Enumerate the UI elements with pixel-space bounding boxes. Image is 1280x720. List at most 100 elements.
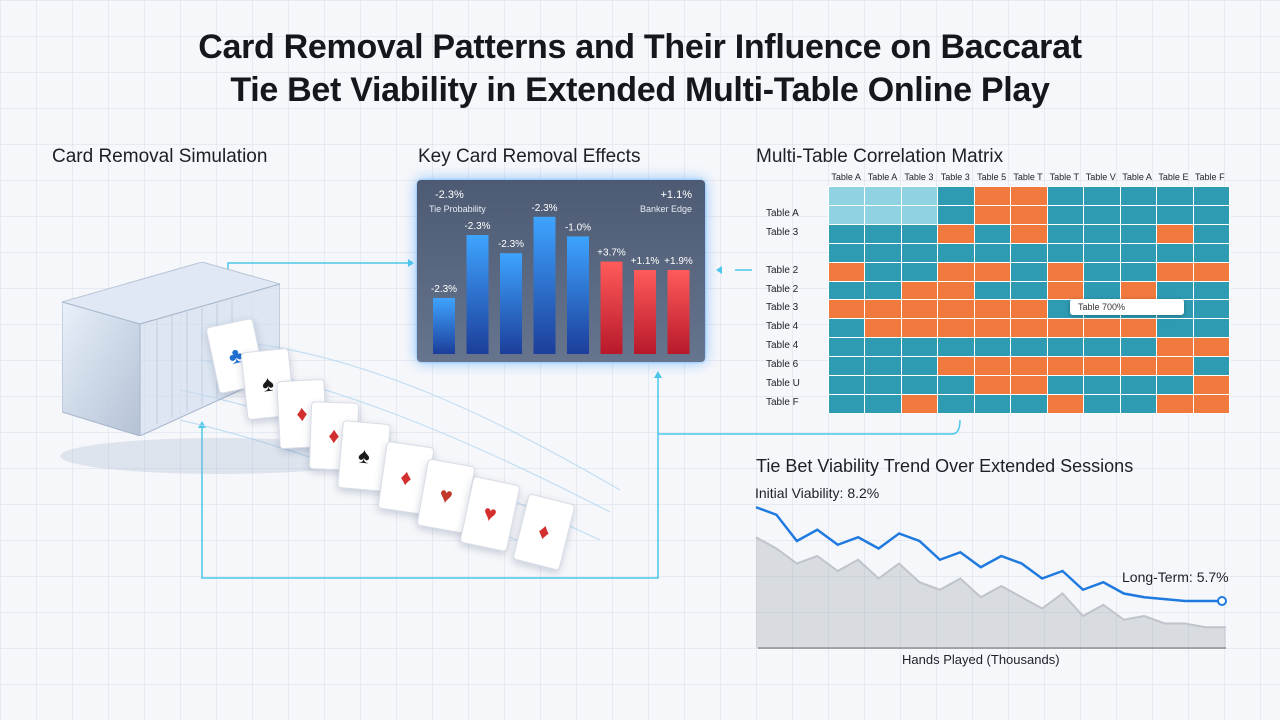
- matrix-cell[interactable]: [1193, 243, 1229, 262]
- matrix-cell[interactable]: [1047, 187, 1084, 205]
- matrix-cell[interactable]: [938, 224, 974, 243]
- matrix-cell[interactable]: [1120, 376, 1157, 395]
- matrix-cell[interactable]: [1157, 205, 1193, 224]
- matrix-cell[interactable]: [974, 262, 1011, 281]
- matrix-cell[interactable]: [1120, 224, 1157, 243]
- matrix-cell[interactable]: [1047, 224, 1084, 243]
- matrix-cell[interactable]: [1047, 243, 1084, 262]
- matrix-cell[interactable]: [865, 205, 901, 224]
- matrix-cell[interactable]: [865, 395, 901, 413]
- matrix-cell[interactable]: [901, 243, 938, 262]
- matrix-cell[interactable]: [829, 300, 865, 319]
- matrix-cell[interactable]: [1047, 395, 1084, 413]
- matrix-cell[interactable]: [1011, 319, 1047, 338]
- matrix-cell[interactable]: [1193, 187, 1229, 205]
- matrix-cell[interactable]: [865, 376, 901, 395]
- matrix-cell[interactable]: [938, 300, 974, 319]
- matrix-cell[interactable]: [829, 357, 865, 376]
- matrix-cell[interactable]: [1084, 281, 1120, 300]
- matrix-cell[interactable]: [901, 205, 938, 224]
- matrix-cell[interactable]: [1120, 205, 1157, 224]
- matrix-cell[interactable]: [1193, 338, 1229, 357]
- matrix-cell[interactable]: [829, 243, 865, 262]
- matrix-cell[interactable]: [974, 187, 1011, 205]
- matrix-cell[interactable]: [1011, 338, 1047, 357]
- matrix-cell[interactable]: [1011, 224, 1047, 243]
- matrix-cell[interactable]: [865, 224, 901, 243]
- matrix-cell[interactable]: [1193, 357, 1229, 376]
- matrix-cell[interactable]: [1120, 187, 1157, 205]
- matrix-cell[interactable]: [1011, 300, 1047, 319]
- matrix-cell[interactable]: [1011, 281, 1047, 300]
- matrix-cell[interactable]: [938, 205, 974, 224]
- matrix-cell[interactable]: [1157, 243, 1193, 262]
- matrix-cell[interactable]: [1193, 395, 1229, 413]
- matrix-cell[interactable]: [865, 187, 901, 205]
- matrix-cell[interactable]: [901, 338, 938, 357]
- matrix-cell[interactable]: [1193, 376, 1229, 395]
- matrix-cell[interactable]: [938, 243, 974, 262]
- matrix-cell[interactable]: [1157, 224, 1193, 243]
- matrix-cell[interactable]: [938, 376, 974, 395]
- matrix-cell[interactable]: [974, 243, 1011, 262]
- matrix-cell[interactable]: [1084, 319, 1120, 338]
- matrix-cell[interactable]: [974, 338, 1011, 357]
- matrix-cell[interactable]: [1047, 281, 1084, 300]
- matrix-cell[interactable]: [1120, 357, 1157, 376]
- matrix-cell[interactable]: [1157, 395, 1193, 413]
- matrix-cell[interactable]: [829, 205, 865, 224]
- matrix-cell[interactable]: [901, 224, 938, 243]
- matrix-cell[interactable]: [1084, 224, 1120, 243]
- matrix-cell[interactable]: [974, 300, 1011, 319]
- matrix-cell[interactable]: [974, 205, 1011, 224]
- matrix-cell[interactable]: [1120, 395, 1157, 413]
- matrix-cell[interactable]: [1084, 187, 1120, 205]
- matrix-cell[interactable]: [865, 243, 901, 262]
- matrix-cell[interactable]: [1084, 357, 1120, 376]
- matrix-cell[interactable]: [1157, 262, 1193, 281]
- matrix-cell[interactable]: [901, 300, 938, 319]
- matrix-cell[interactable]: [1084, 338, 1120, 357]
- matrix-cell[interactable]: [1047, 357, 1084, 376]
- matrix-cell[interactable]: [1193, 281, 1229, 300]
- matrix-cell[interactable]: [829, 395, 865, 413]
- matrix-cell[interactable]: [938, 187, 974, 205]
- matrix-cell[interactable]: [1120, 319, 1157, 338]
- matrix-cell[interactable]: [1193, 205, 1229, 224]
- matrix-cell[interactable]: [1157, 319, 1193, 338]
- matrix-cell[interactable]: [1193, 262, 1229, 281]
- matrix-cell[interactable]: [1047, 205, 1084, 224]
- matrix-cell[interactable]: [938, 262, 974, 281]
- matrix-cell[interactable]: [901, 357, 938, 376]
- matrix-cell[interactable]: [1084, 205, 1120, 224]
- matrix-cell[interactable]: [901, 395, 938, 413]
- matrix-cell[interactable]: [1047, 262, 1084, 281]
- matrix-cell[interactable]: [1084, 243, 1120, 262]
- matrix-cell[interactable]: [974, 319, 1011, 338]
- matrix-cell[interactable]: [829, 319, 865, 338]
- matrix-cell[interactable]: [1084, 395, 1120, 413]
- matrix-cell[interactable]: [865, 319, 901, 338]
- matrix-cell[interactable]: [1011, 395, 1047, 413]
- matrix-cell[interactable]: [1047, 376, 1084, 395]
- matrix-cell[interactable]: [1084, 262, 1120, 281]
- matrix-cell[interactable]: [938, 319, 974, 338]
- matrix-cell[interactable]: [1011, 376, 1047, 395]
- matrix-cell[interactable]: [1193, 319, 1229, 338]
- matrix-cell[interactable]: [1193, 300, 1229, 319]
- matrix-cell[interactable]: [1120, 262, 1157, 281]
- matrix-cell[interactable]: [938, 395, 974, 413]
- matrix-cell[interactable]: [974, 395, 1011, 413]
- matrix-cell[interactable]: [865, 281, 901, 300]
- matrix-cell[interactable]: [1157, 281, 1193, 300]
- matrix-cell[interactable]: [1193, 224, 1229, 243]
- matrix-cell[interactable]: [829, 224, 865, 243]
- matrix-cell[interactable]: [901, 187, 938, 205]
- matrix-cell[interactable]: [901, 319, 938, 338]
- matrix-cell[interactable]: [1011, 357, 1047, 376]
- matrix-cell[interactable]: [829, 338, 865, 357]
- matrix-cell[interactable]: [974, 281, 1011, 300]
- matrix-cell[interactable]: [829, 281, 865, 300]
- matrix-cell[interactable]: [901, 281, 938, 300]
- matrix-cell[interactable]: [865, 262, 901, 281]
